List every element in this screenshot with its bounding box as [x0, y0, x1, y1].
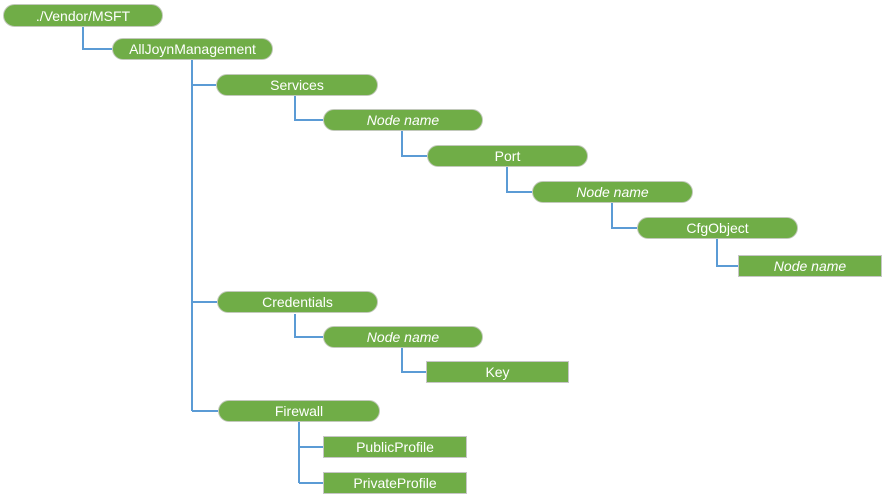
tree-node-alljoynmanagement: AllJoynManagement	[112, 38, 273, 60]
tree-node-cfgobject-nodename: Node name	[738, 255, 882, 277]
tree-node-services-nodename: Node name	[323, 109, 483, 131]
tree-node-publicprofile: PublicProfile	[323, 436, 467, 458]
tree-node-privateprofile: PrivateProfile	[323, 472, 467, 494]
tree-node-credentials-nodename: Node name	[323, 326, 483, 348]
tree-node-services: Services	[216, 74, 378, 96]
tree-node-cfgobject: CfgObject	[637, 217, 798, 239]
tree-node-firewall: Firewall	[218, 400, 380, 422]
tree-node-port-nodename: Node name	[532, 181, 693, 203]
tree-node-vendor-msft: ./Vendor/MSFT	[3, 4, 163, 27]
tree-node-port: Port	[427, 145, 588, 167]
tree-node-credentials: Credentials	[217, 291, 378, 313]
tree-node-key: Key	[426, 361, 569, 383]
